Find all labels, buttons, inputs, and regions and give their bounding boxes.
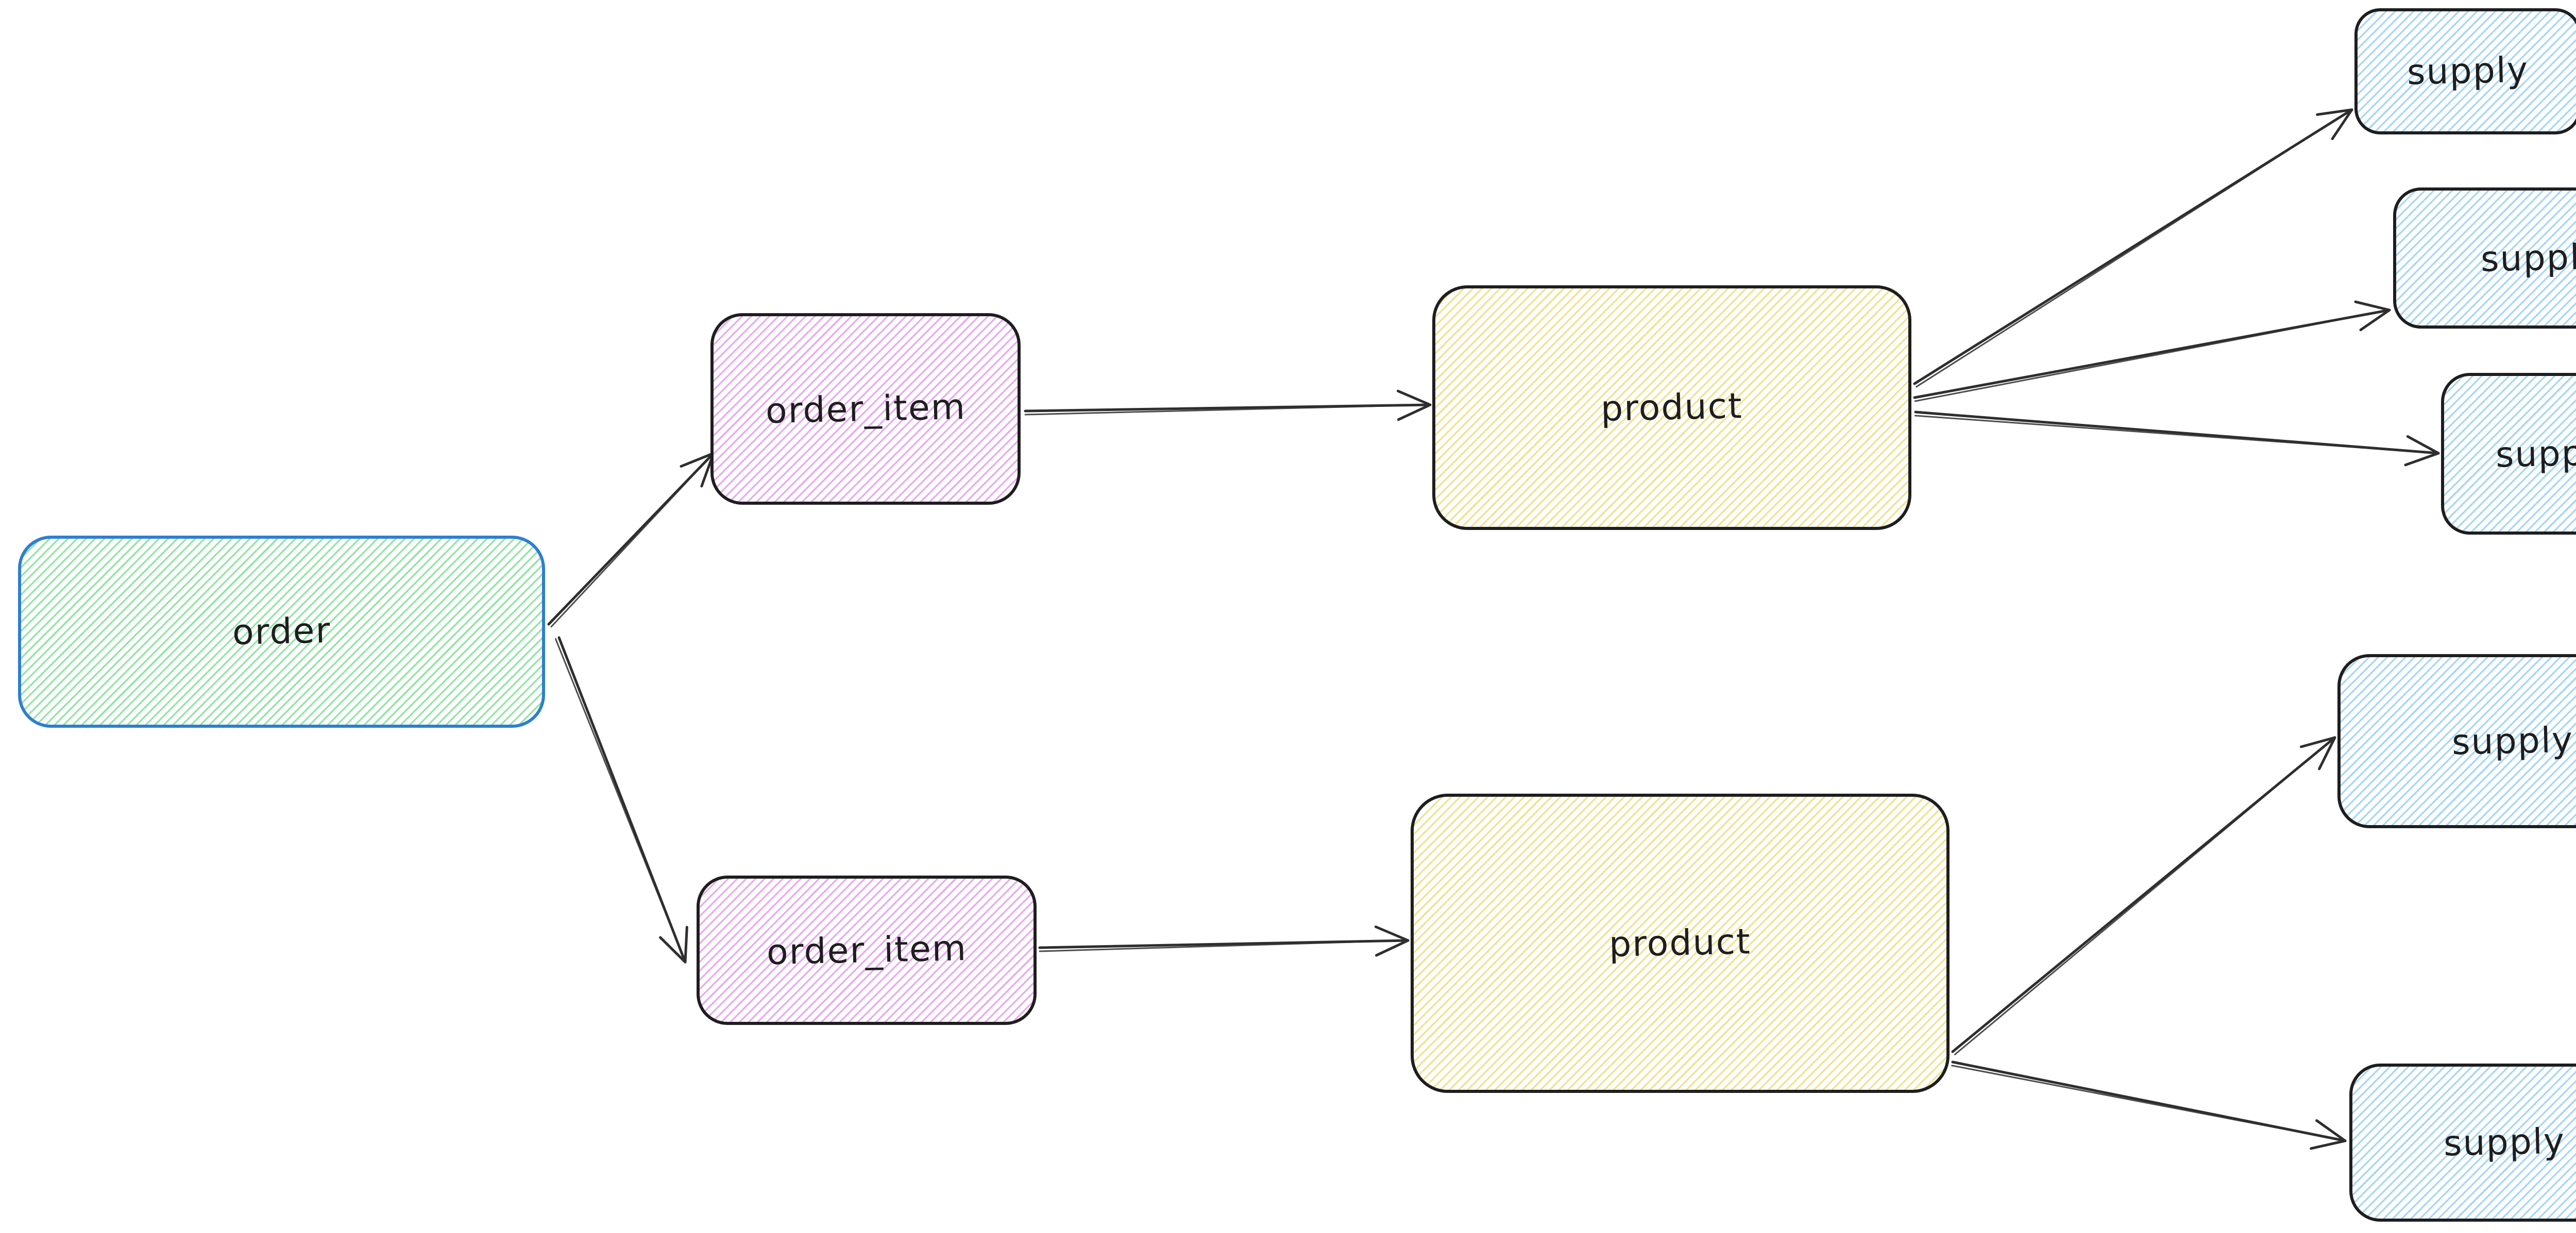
node-order-label: order (232, 610, 331, 653)
node-product-top-label: product (1600, 386, 1743, 430)
node-supply-5-label: supply (2443, 1121, 2566, 1164)
arrow-product-top-to-supply-3[interactable] (1914, 410, 2440, 467)
arrow-product-bottom-to-supply-4[interactable] (1951, 736, 2336, 1055)
arrow-order-to-order-item-top[interactable] (547, 452, 715, 628)
node-supply-1[interactable]: supply (2354, 8, 2576, 134)
node-product-top[interactable]: product (1432, 285, 1911, 530)
arrow-order-item-top-to-product-top[interactable] (1024, 389, 1432, 421)
node-product-bottom[interactable]: product (1411, 794, 1950, 1093)
node-order-item-top[interactable]: order_item (710, 313, 1021, 505)
arrow-order-item-bottom-to-product-bottom[interactable] (1038, 925, 1410, 957)
node-supply-3[interactable]: supply (2441, 373, 2576, 535)
node-supply-3-label: supply (2495, 432, 2576, 475)
arrow-product-top-to-supply-1[interactable] (1913, 108, 2353, 388)
node-supply-2[interactable]: supply (2393, 187, 2576, 329)
node-order-item-bottom[interactable]: order_item (697, 876, 1037, 1025)
node-supply-4-label: supply (2451, 720, 2574, 763)
node-supply-1-label: supply (2406, 49, 2529, 93)
node-supply-5[interactable]: supply (2349, 1064, 2576, 1222)
node-supply-4[interactable]: supply (2337, 654, 2576, 828)
arrow-order-to-order-item-bottom[interactable] (554, 636, 688, 964)
node-product-bottom-label: product (1608, 921, 1752, 965)
node-order-item-bottom-label: order_item (766, 928, 968, 973)
arrow-product-bottom-to-supply-5[interactable] (1951, 1060, 2347, 1150)
node-order-item-top-label: order_item (765, 386, 967, 432)
node-supply-2-label: supply (2480, 236, 2576, 280)
node-order[interactable]: order (18, 536, 545, 728)
arrow-product-top-to-supply-2[interactable] (1913, 300, 2391, 402)
